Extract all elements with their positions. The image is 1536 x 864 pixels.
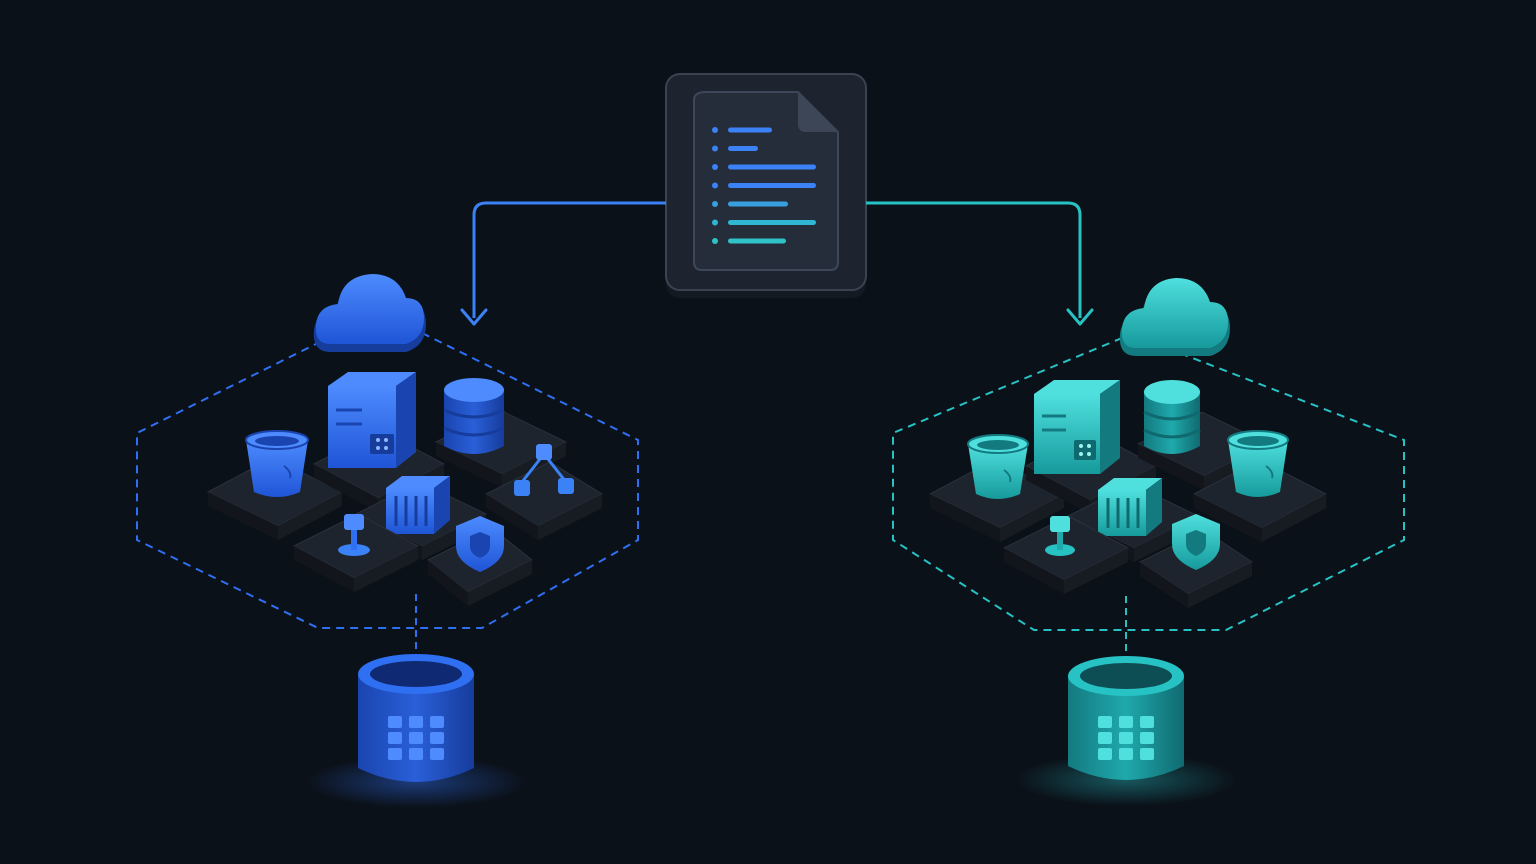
table-grid-icon [388,716,444,760]
document-line-bullet [712,164,718,170]
database-icon [443,378,505,454]
server-icon [328,372,416,468]
tile-bucket-2[interactable] [1192,430,1328,542]
document-line-bullet [712,145,718,152]
bucket-icon [967,434,1029,499]
arrow-down-icon [1066,308,1094,326]
arrow-down-icon [460,308,488,326]
document-line-bullet [712,182,718,189]
document-line [728,127,772,133]
server-icon [1034,380,1120,474]
document-line [728,220,816,225]
tile-network[interactable] [484,444,604,540]
cloud-icon [313,274,426,352]
document-line [728,183,816,188]
environment-left [136,274,639,808]
document-line [728,238,786,244]
document-line [728,164,816,170]
source-document-panel[interactable] [665,73,867,298]
connector-right [866,201,1094,326]
table-grid-icon [1098,716,1154,760]
container-icon [1098,478,1162,536]
bucket-icon [245,430,309,497]
document-line-bullet [712,201,718,207]
tile-joystick[interactable] [1002,515,1130,594]
tile-server[interactable] [1024,380,1158,514]
tile-bucket[interactable] [206,430,344,540]
document-icon [693,91,839,271]
joystick-icon [338,514,370,556]
document-line [728,201,788,207]
shield-icon [456,516,504,572]
joystick-icon [1045,516,1075,556]
connector-left [460,201,666,326]
environment-boundary [892,331,1405,631]
tile-joystick[interactable] [292,513,420,592]
environment-right [892,278,1405,806]
database-icon [1143,380,1201,454]
cloud-icon [1119,278,1230,356]
storage-database-left[interactable] [306,654,526,808]
network-icon [514,444,574,496]
container-icon [386,476,450,534]
document-line-bullet [712,238,718,244]
tile-shield[interactable] [427,516,533,606]
tile-shield[interactable] [1139,514,1253,608]
tile-database[interactable] [434,378,568,488]
document-line-bullet [712,219,718,226]
tile-bucket[interactable] [928,434,1066,542]
document-lines [712,127,816,244]
bucket-icon [1227,430,1289,497]
document-line-bullet [712,127,718,133]
storage-database-right[interactable] [1016,656,1236,806]
shield-icon [1172,514,1220,570]
document-line [728,146,758,151]
